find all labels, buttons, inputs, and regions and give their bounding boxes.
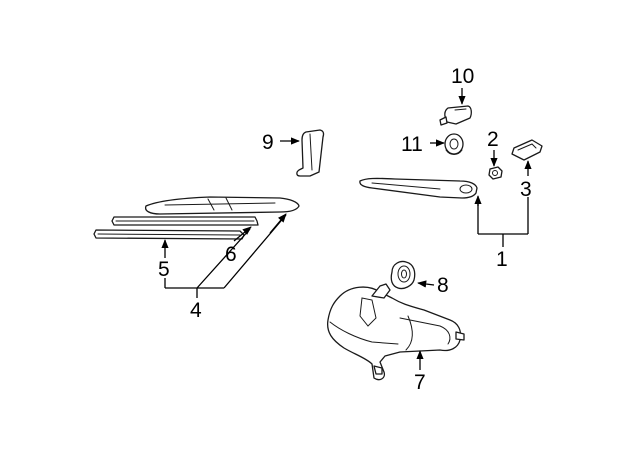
grommet (444, 133, 464, 155)
nut (488, 166, 503, 180)
wiper-blade-insert-lower (93, 229, 245, 240)
callout-2: 2 (487, 128, 499, 151)
callout-6: 6 (225, 243, 237, 266)
callout-labels: 10 11 9 2 3 1 8 7 5 6 4 (158, 65, 532, 394)
wiper-arm (359, 177, 478, 199)
callout-3: 3 (520, 178, 532, 201)
callout-9: 9 (262, 131, 274, 154)
callout-11: 11 (401, 133, 423, 156)
callout-1: 1 (496, 248, 508, 271)
callout-10: 10 (451, 65, 474, 88)
wiper-blade-insert-upper (111, 216, 259, 226)
motor-seal (390, 260, 416, 290)
callout-8: 8 (437, 274, 449, 297)
leader-lines (161, 88, 532, 370)
callout-4: 4 (190, 299, 202, 322)
arm-nut-cap (511, 139, 543, 161)
callout-7: 7 (414, 371, 426, 394)
wiper-blade (144, 196, 300, 215)
callout-5: 5 (158, 258, 170, 281)
washer-nozzle (439, 105, 472, 126)
wiper-motor (326, 283, 465, 381)
wiper-arm-cover (296, 129, 325, 177)
